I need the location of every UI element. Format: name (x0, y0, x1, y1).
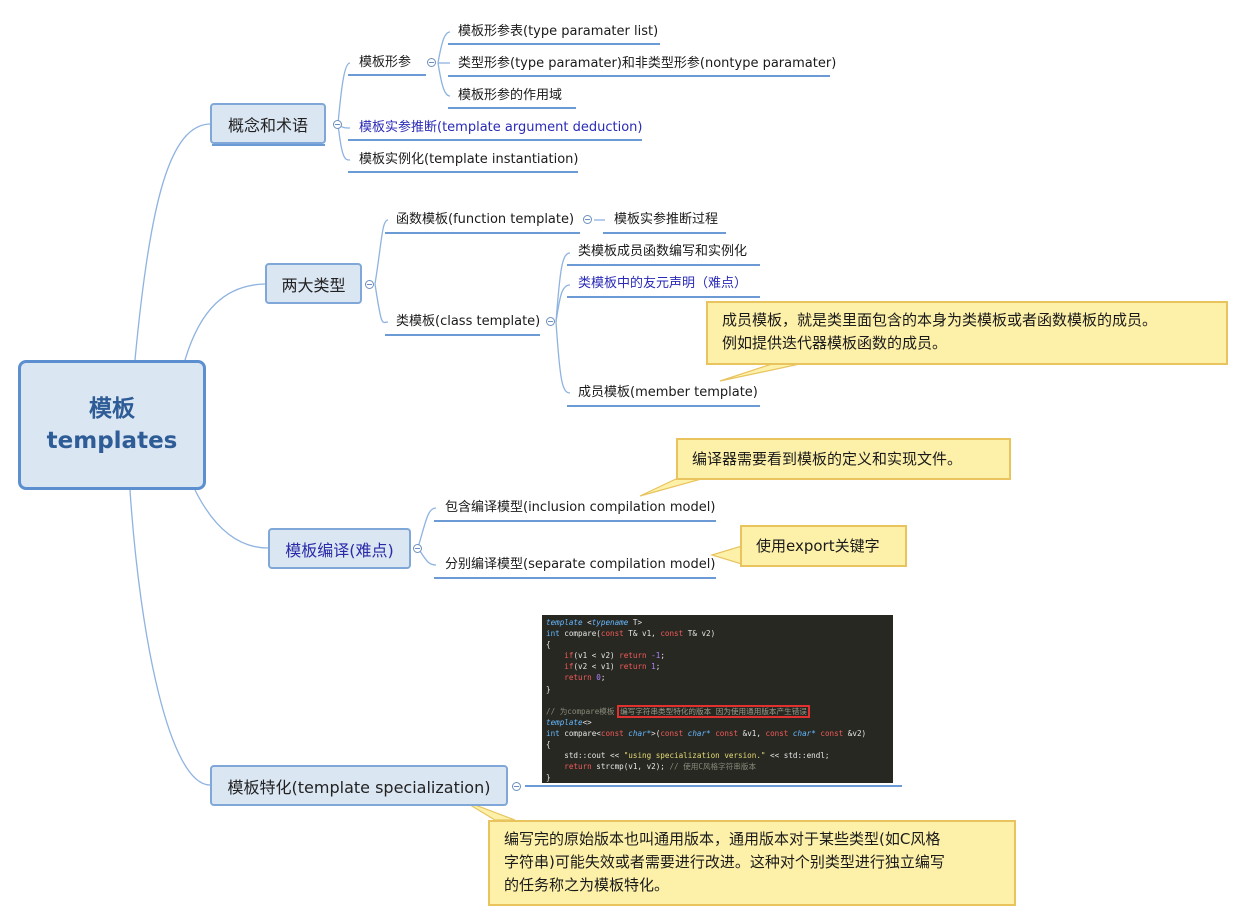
root-node[interactable]: 模板 templates (18, 360, 206, 490)
code-line: std::cout << "using specialization versi… (546, 751, 830, 761)
node-two-kinds[interactable]: 两大类型 (265, 263, 362, 304)
node-separate-model[interactable]: 分别编译模型(separate compilation model) (445, 557, 716, 572)
code-line: return strcmp(v1, v2); // 使用C风格字符串版本 (546, 762, 757, 772)
callout-inclusion: 编译器需要看到模板的定义和实现文件。 (676, 438, 1011, 480)
code-line: { (546, 640, 551, 650)
node-specialization-label: 模板特化(template specialization) (227, 777, 491, 797)
node-compilation[interactable]: 模板编译(难点) (268, 528, 411, 569)
node-friend-declaration[interactable]: 类模板中的友元声明（难点） (578, 276, 748, 291)
root-title: 模板 (89, 396, 135, 422)
node-compilation-label: 模板编译(难点) (285, 540, 394, 560)
callout-line: 例如提供迭代器模板函数的成员。 (722, 334, 948, 352)
underline (567, 405, 760, 407)
node-concepts-label: 概念和术语 (227, 115, 308, 135)
collapse-toggle-specialization[interactable] (512, 782, 521, 791)
code-highlight: 编写字符串类型特化的版本 因为使用通用版本产生错误 (617, 704, 810, 718)
code-line: { (546, 740, 551, 750)
underline (434, 520, 716, 522)
underline (348, 139, 642, 141)
callout-member-template: 成员模板，就是类里面包含的本身为类模板或者函数模板的成员。 例如提供迭代器模板函… (706, 301, 1228, 365)
underline (434, 577, 716, 579)
callout-line: 编写完的原始版本也叫通用版本，通用版本对于某些类型(如C风格 (504, 830, 941, 848)
collapse-toggle-concepts[interactable] (333, 120, 342, 129)
code-line: int compare(const T& v1, const T& v2) (546, 629, 716, 639)
node-argument-deduction[interactable]: 模板实参推断(template argument deduction) (359, 120, 643, 135)
node-specialization[interactable]: 模板特化(template specialization) (210, 765, 508, 806)
code-image: template <typename T> int compare(const … (542, 615, 893, 783)
underline (448, 107, 576, 109)
code-line: } (546, 684, 551, 694)
root-subtitle: templates (46, 428, 178, 454)
node-param-scope[interactable]: 模板形参的作用域 (458, 88, 563, 103)
node-member-template[interactable]: 成员模板(member template) (578, 385, 758, 400)
underline (448, 75, 830, 77)
node-deduction-process[interactable]: 模板实参推断过程 (614, 212, 719, 227)
code-line (546, 695, 889, 706)
collapse-toggle-function-template[interactable] (583, 215, 592, 224)
underline (448, 43, 660, 45)
node-function-template[interactable]: 函数模板(function template) (396, 212, 575, 227)
node-class-template[interactable]: 类模板(class template) (396, 314, 541, 329)
node-param-list[interactable]: 模板形参表(type paramater list) (458, 24, 659, 39)
collapse-toggle-compilation[interactable] (413, 544, 422, 553)
code-line: if(v1 < v2) return -1; (546, 651, 665, 661)
callout-line: 成员模板，就是类里面包含的本身为类模板或者函数模板的成员。 (722, 311, 1158, 329)
underline (385, 334, 540, 336)
code-line: int compare<const char*>(const char* con… (546, 728, 867, 738)
underline (567, 296, 760, 298)
node-concepts[interactable]: 概念和术语 (210, 103, 326, 144)
underline (385, 232, 580, 234)
node-instantiation[interactable]: 模板实例化(template instantiation) (359, 152, 579, 167)
underline (567, 264, 760, 266)
code-line: if(v2 < v1) return 1; (546, 662, 661, 672)
underline (348, 74, 426, 76)
code-line: // 为compare模板 编写字符串类型特化的版本 因为使用通用版本产生错误 (546, 704, 810, 718)
callout-specialization: 编写完的原始版本也叫通用版本，通用版本对于某些类型(如C风格 字符串)可能失效或… (488, 820, 1016, 906)
code-line: } (546, 773, 551, 783)
code-line: return 0; (546, 673, 606, 683)
code-line: template<> (546, 717, 592, 727)
node-two-kinds-label: 两大类型 (281, 275, 346, 295)
callout-separate: 使用export关键字 (740, 525, 907, 567)
collapse-toggle-two-kinds[interactable] (365, 280, 374, 289)
callout-line: 字符串)可能失效或者需要进行改进。这种对个别类型进行独立编写 (504, 853, 945, 871)
node-type-nontype-params[interactable]: 类型形参(type paramater)和非类型形参(nontype param… (458, 56, 837, 71)
code-line: template <typename T> (546, 618, 643, 627)
underline (603, 232, 726, 234)
node-inclusion-model[interactable]: 包含编译模型(inclusion compilation model) (445, 500, 716, 515)
node-class-member-functions[interactable]: 类模板成员函数编写和实例化 (578, 244, 748, 259)
node-formal-params[interactable]: 模板形参 (359, 55, 412, 70)
collapse-toggle-class-template[interactable] (546, 317, 555, 326)
underline (348, 171, 578, 173)
collapse-toggle-formal-params[interactable] (427, 58, 436, 67)
callout-line: 的任务称之为模板特化。 (504, 876, 670, 894)
